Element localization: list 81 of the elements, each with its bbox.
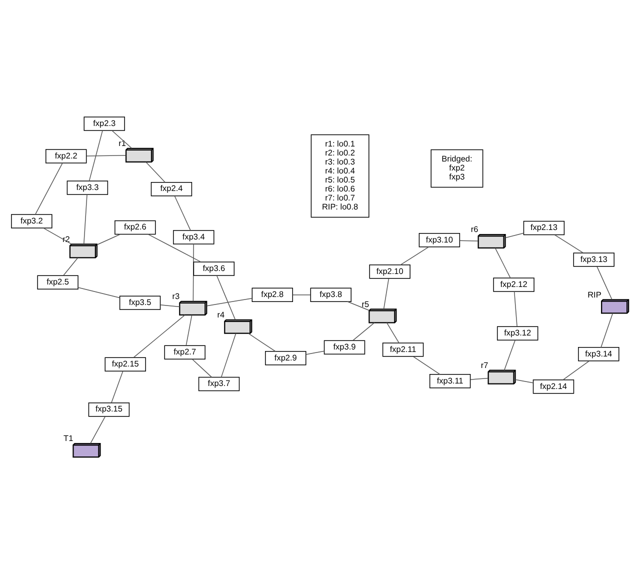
node-box: fxp2.2 — [46, 148, 87, 163]
connector — [494, 247, 511, 278]
connector — [206, 297, 252, 306]
connector — [34, 162, 63, 214]
connector — [133, 314, 186, 358]
node-label: RIP — [588, 290, 602, 299]
node-box: fxp2.6 — [114, 220, 156, 234]
node-box: Bridged: fxp2 fxp3 — [430, 148, 484, 188]
node-box: fxp3.6 — [193, 261, 235, 276]
node-label: r5 — [362, 299, 370, 308]
connector — [352, 322, 375, 340]
node-box: fxp2.14 — [532, 379, 574, 394]
node-box: fxp2.10 — [369, 264, 410, 278]
node-box: fxp2.12 — [493, 277, 534, 292]
node-box: fxp3.5 — [119, 295, 161, 310]
connector — [192, 243, 194, 302]
connector — [88, 130, 103, 181]
connector — [514, 290, 518, 326]
connector — [383, 278, 390, 309]
connector — [146, 161, 166, 182]
node-box: fxp3.15 — [88, 402, 130, 416]
connector — [596, 266, 612, 300]
node-box: fxp2.13 — [523, 220, 565, 235]
connector — [505, 232, 524, 238]
connector — [216, 274, 236, 320]
connector — [306, 350, 325, 354]
connector — [148, 233, 202, 262]
node-box: fxp3.9 — [324, 340, 366, 354]
connector — [111, 370, 124, 403]
connector — [84, 194, 88, 244]
connector — [192, 358, 212, 378]
connector — [86, 154, 126, 156]
connector — [220, 332, 236, 378]
node-box: fxp3.10 — [418, 232, 460, 247]
connector — [600, 312, 614, 348]
node-label: r4 — [217, 310, 225, 319]
connector — [412, 356, 440, 374]
node-box: fxp3.4 — [173, 230, 214, 244]
connector — [292, 294, 311, 295]
connector — [62, 257, 78, 276]
connector — [562, 360, 590, 380]
connector — [400, 246, 430, 265]
node-box: fxp3.11 — [429, 374, 471, 388]
node-label: r3 — [172, 292, 180, 300]
connector — [96, 234, 120, 245]
connector — [554, 234, 584, 253]
node-box: fxp2.8 — [252, 287, 293, 302]
node-box: fxp2.7 — [164, 344, 206, 359]
node-box: fxp3.13 — [573, 252, 614, 266]
connector — [459, 240, 478, 241]
node-box: fxp3.14 — [578, 346, 620, 361]
connector — [78, 286, 120, 298]
connector — [112, 130, 132, 148]
connector — [160, 304, 180, 307]
node-label: r1 — [118, 138, 126, 148]
node-box: fxp2.9 — [265, 350, 306, 365]
connector — [514, 378, 534, 383]
node-box: fxp3.7 — [198, 376, 240, 391]
node-box: r1: lo0.1 r2: lo0.2 r3: lo0.3 r4: lo0.4 r5: lo0.5 r6: lo0.6 r7: lo0.7 RIP: lo0.8 — [310, 134, 370, 218]
node-label: T1 — [64, 434, 74, 443]
connector — [248, 332, 276, 352]
node-box: fxp2.15 — [104, 356, 146, 371]
node-box: fxp3.3 — [66, 180, 108, 194]
connector — [186, 314, 192, 346]
connector — [504, 339, 516, 370]
node-box: fxp3.2 — [11, 214, 52, 228]
connector — [470, 377, 488, 380]
connector — [386, 322, 400, 343]
connector — [43, 227, 72, 244]
node-box: fxp2.3 — [84, 116, 125, 130]
node-label: r2 — [62, 234, 70, 244]
node-box: fxp2.11 — [382, 342, 424, 356]
connector — [347, 300, 370, 310]
node-box: fxp3.12 — [496, 326, 538, 340]
node-box: fxp3.8 — [310, 287, 352, 302]
node-box: fxp2.4 — [150, 181, 192, 196]
node-label: r6 — [470, 224, 478, 234]
connector — [174, 195, 191, 230]
connector — [90, 416, 106, 444]
node-box: fxp2.5 — [37, 274, 78, 290]
node-label: r7 — [480, 360, 488, 370]
